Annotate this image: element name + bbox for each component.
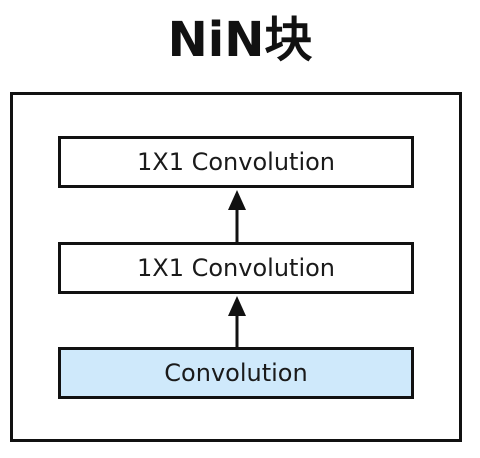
layer-box-top-1x1-convolution: 1X1 Convolution [58, 136, 414, 188]
layer-box-middle-1x1-convolution: 1X1 Convolution [58, 242, 414, 294]
nin-block-frame [10, 92, 462, 442]
layer-box-bottom-convolution: Convolution [58, 347, 414, 399]
diagram-title: NiN块 [167, 12, 313, 68]
